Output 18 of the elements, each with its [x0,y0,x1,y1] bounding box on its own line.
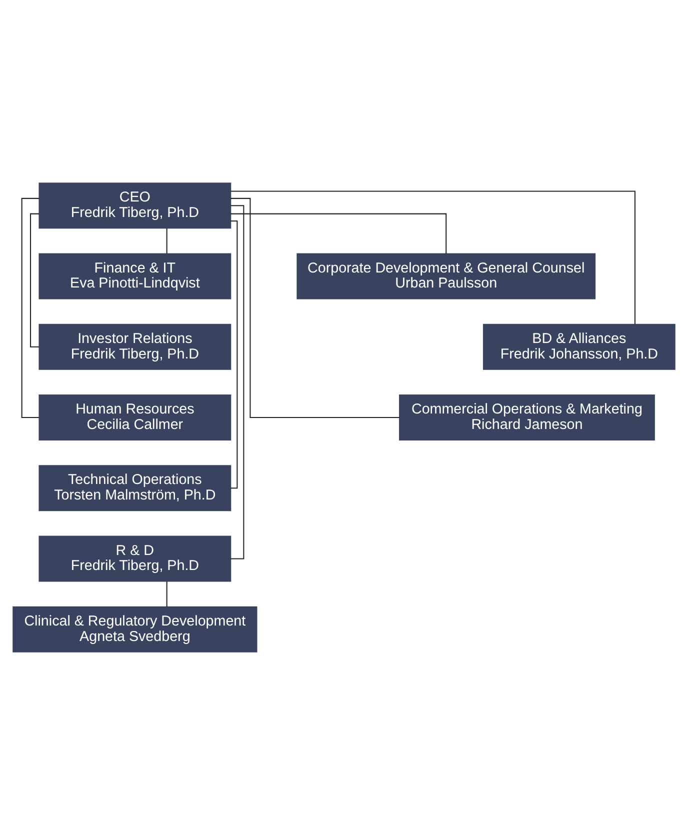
node-box: Clinical & Regulatory Development Agneta Svedberg [12,606,257,652]
node-box: R & D Fredrik Tiberg, Ph.D [38,535,231,582]
connector [230,197,400,418]
connector [30,212,39,347]
node-box: Corporate Development & General Counsel Urban Paulsson [296,252,596,299]
node-box: BD & Alliances Fredrik Johansson, Ph.D [482,323,675,370]
node-box: Human Resources Cecilia Callmer [38,394,231,440]
node-box: Finance & IT Eva Pinotti-Lindqvist [38,252,231,299]
connector [230,220,238,488]
node-box: Technical Operations Torsten Malmström, Ph.D [38,464,231,511]
connector [166,581,167,606]
connector [230,190,635,324]
node-box: CEO Fredrik Tiberg, Ph.D [38,182,231,228]
node-box: Investor Relations Fredrik Tiberg, Ph.D [38,323,231,370]
connector [20,197,38,418]
connector [230,212,446,254]
node-box: Commercial Operations & Marketing Richard Jameson [398,394,654,440]
connector [166,228,167,254]
